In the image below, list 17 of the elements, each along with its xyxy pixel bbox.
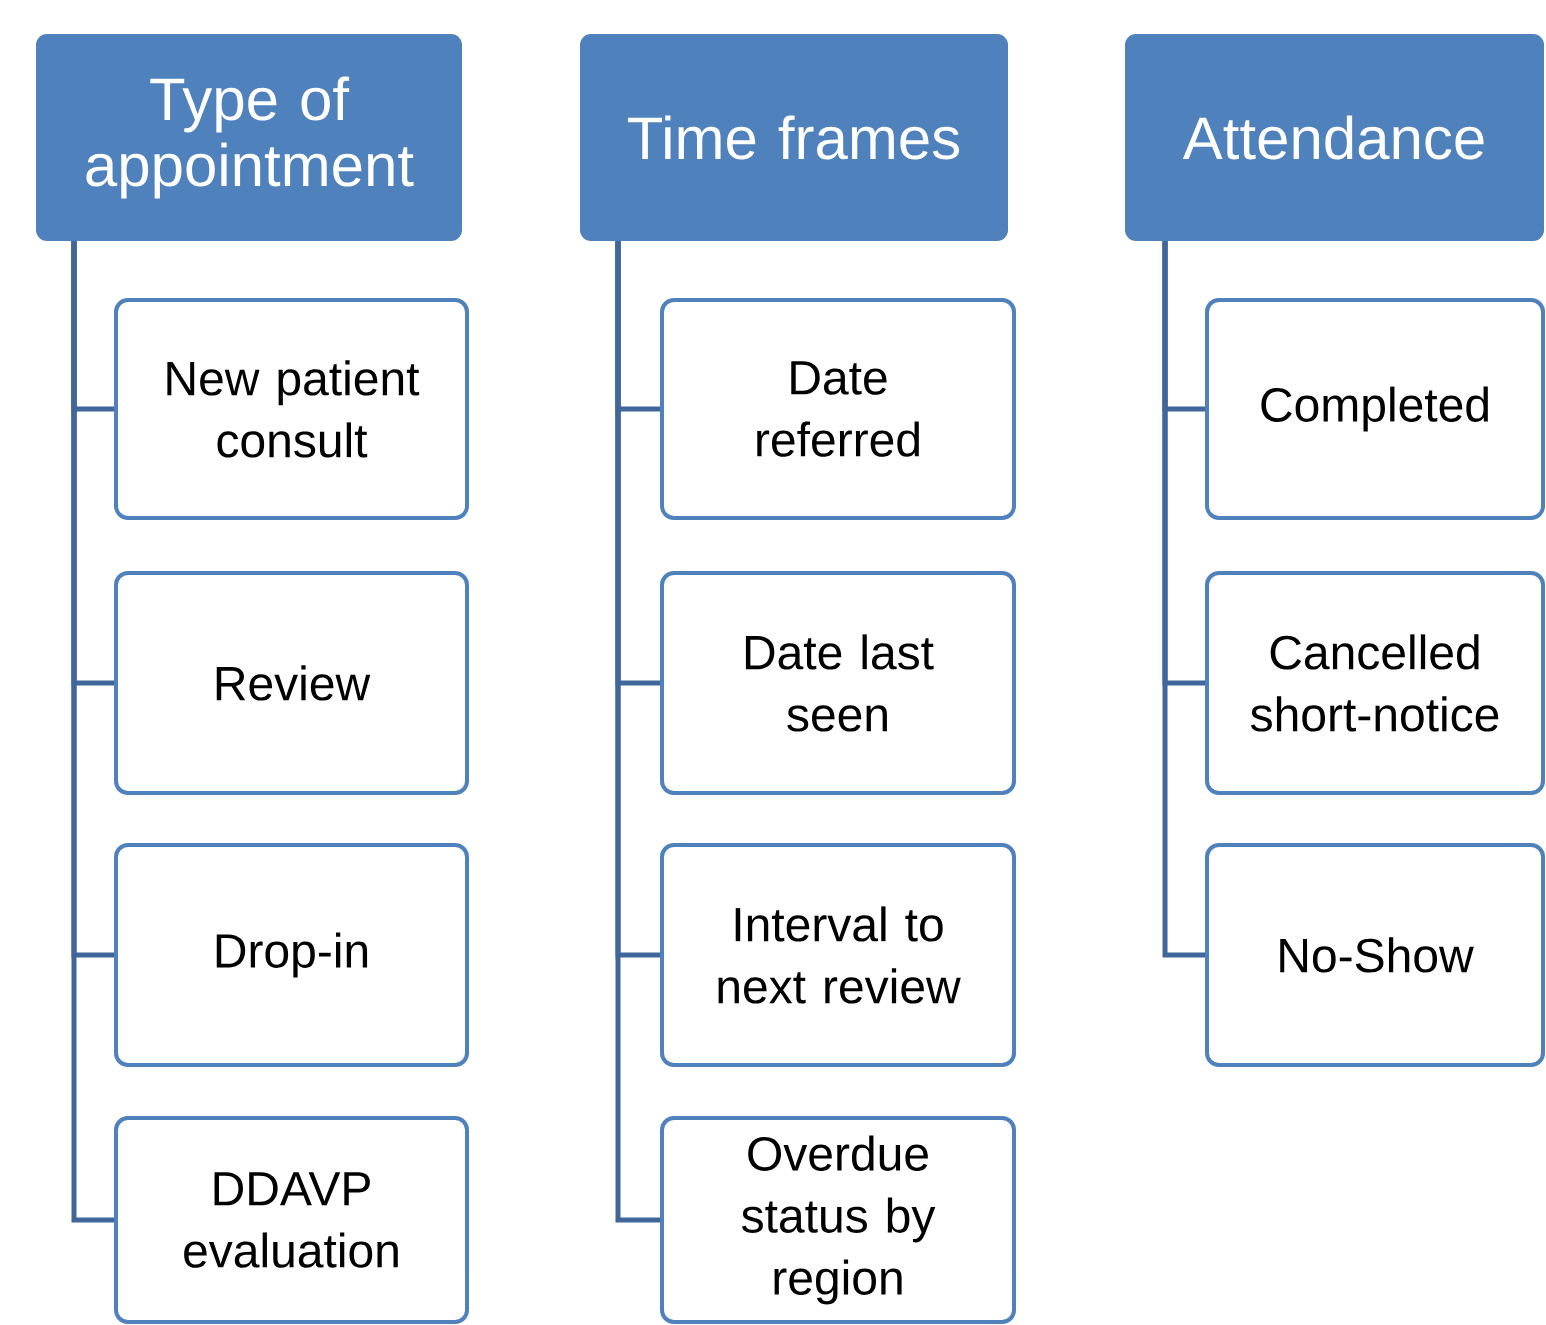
category-box: DDAVP evaluation <box>114 1116 469 1324</box>
category-box: Date last seen <box>660 571 1016 795</box>
category-box: Completed <box>1205 298 1545 520</box>
category-box: Drop-in <box>114 843 469 1067</box>
connector-line <box>615 241 660 1223</box>
category-box: No-Show <box>1205 843 1545 1067</box>
connector-line <box>1162 241 1205 958</box>
category-box: Cancelled short-notice <box>1205 571 1545 795</box>
category-box: Date referred <box>660 298 1016 520</box>
header-box: Time frames <box>580 34 1008 241</box>
header-box: Attendance <box>1125 34 1544 241</box>
connector-line <box>71 241 114 1223</box>
category-box: Interval to next review <box>660 843 1016 1067</box>
category-box: New patient consult <box>114 298 469 520</box>
category-box: Review <box>114 571 469 795</box>
category-box: Overdue status by region <box>660 1116 1016 1324</box>
header-box: Type of appointment <box>36 34 462 241</box>
